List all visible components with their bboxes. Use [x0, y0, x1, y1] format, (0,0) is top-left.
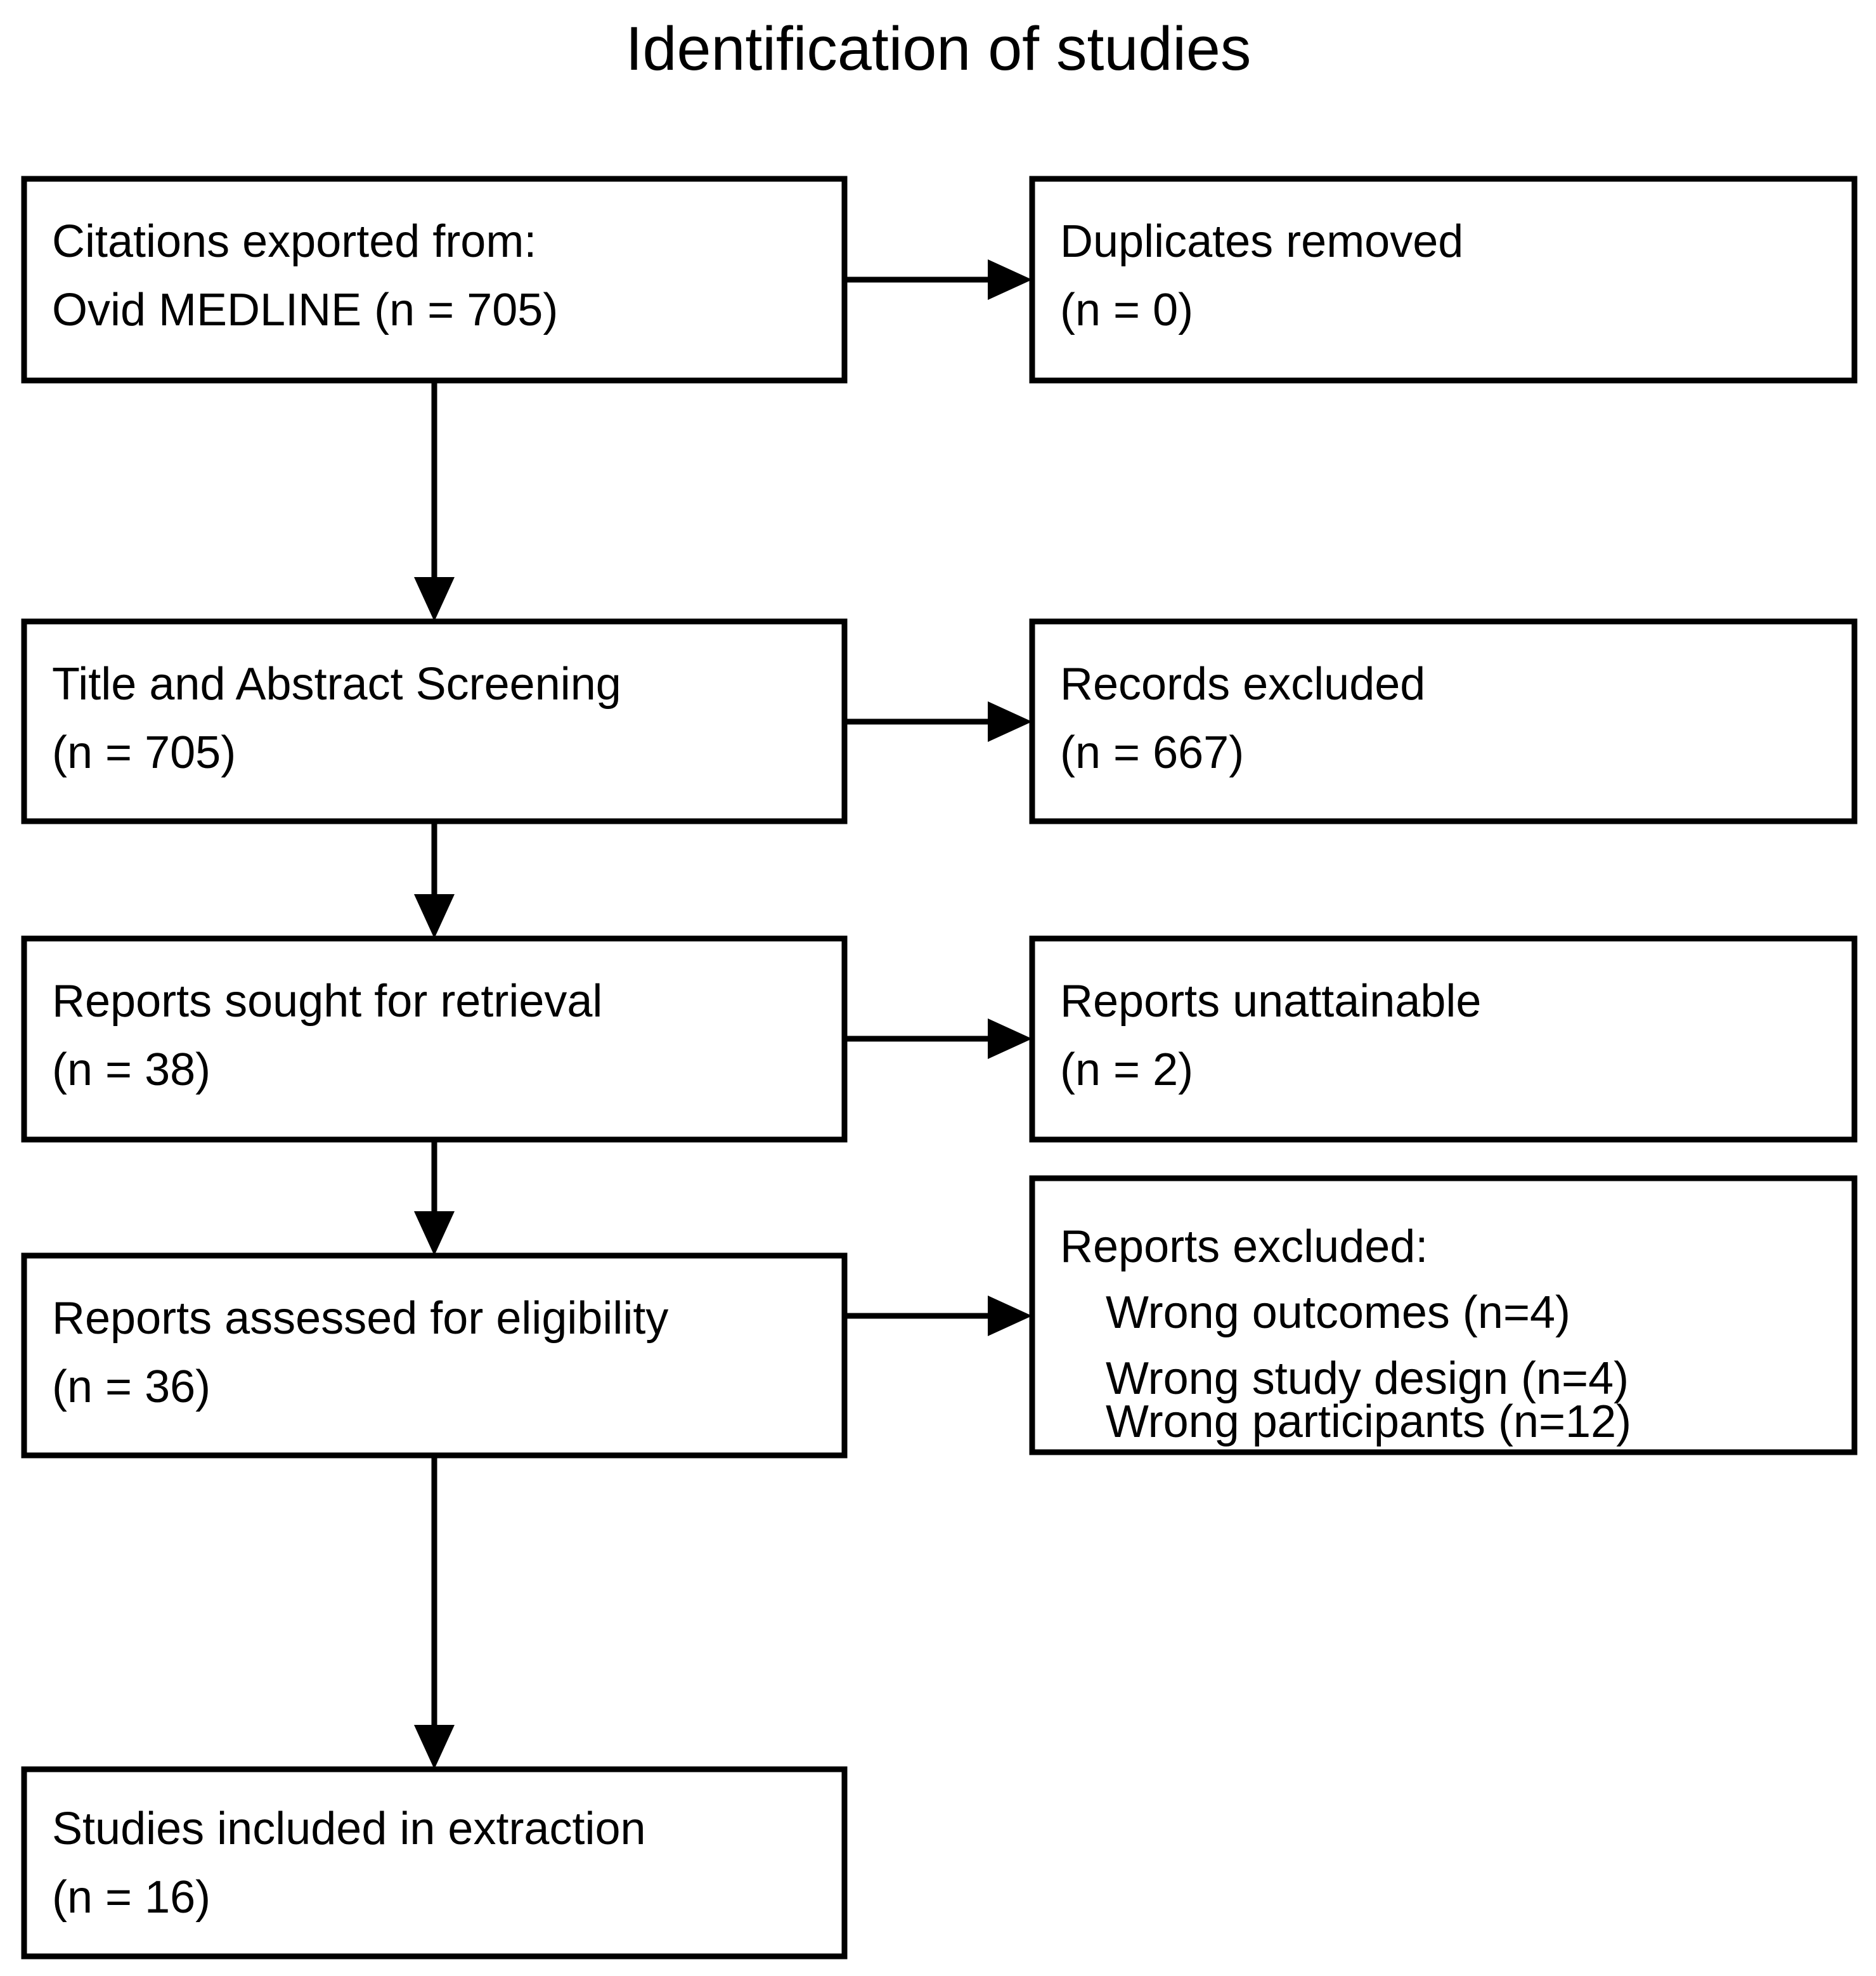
duplicates-removed-line2: (n = 0)	[1060, 285, 1193, 335]
box-reports-sought	[21, 935, 848, 1143]
screening-line2: (n = 705)	[52, 727, 236, 778]
reports-excluded-wrong-participants: Wrong participants (n=12)	[1106, 1396, 1631, 1447]
arrowhead-sought-to-assessed	[414, 1211, 455, 1256]
duplicates-removed-line1: Duplicates removed	[1060, 216, 1463, 267]
reports-sought-line1: Reports sought for retrieval	[52, 976, 602, 1027]
citations-exported-line2: Ovid MEDLINE (n = 705)	[52, 285, 558, 335]
arrowhead-assessed-to-reports-excluded	[988, 1296, 1032, 1336]
reports-excluded-wrong-outcomes: Wrong outcomes (n=4)	[1106, 1287, 1570, 1338]
arrowhead-sought-to-unattainable	[988, 1018, 1032, 1059]
arrowhead-assessed-to-included	[414, 1725, 455, 1769]
reports-assessed-line1: Reports assessed for eligibility	[52, 1293, 668, 1344]
records-excluded-line1: Records excluded	[1060, 659, 1425, 710]
arrowhead-citations-to-screening	[414, 577, 455, 621]
reports-unattainable-line1: Reports unattainable	[1060, 976, 1481, 1027]
studies-included-line1: Studies included in extraction	[52, 1804, 646, 1854]
studies-included-line2: (n = 16)	[52, 1872, 210, 1923]
page-title: Identification of studies	[626, 14, 1252, 83]
box-title-abstract-screening	[21, 618, 848, 824]
box-reports-excluded-detail	[1029, 1175, 1858, 1455]
screening-line1: Title and Abstract Screening	[52, 659, 621, 710]
citations-exported-line1: Citations exported from:	[52, 216, 536, 267]
box-records-excluded	[1029, 618, 1858, 824]
reports-unattainable-line2: (n = 2)	[1060, 1044, 1193, 1095]
box-duplicates-removed	[1029, 176, 1858, 384]
arrowhead-citations-to-duplicates	[988, 259, 1032, 300]
box-studies-included	[21, 1766, 848, 1960]
reports-excluded-heading: Reports excluded:	[1060, 1221, 1428, 1272]
arrowhead-screening-to-records-excluded	[988, 701, 1032, 742]
reports-sought-line2: (n = 38)	[52, 1044, 210, 1095]
box-reports-assessed	[21, 1252, 848, 1459]
reports-excluded-wrong-study-design: Wrong study design (n=4)	[1106, 1353, 1629, 1404]
reports-assessed-line2: (n = 36)	[52, 1362, 210, 1412]
box-reports-unattainable	[1029, 935, 1858, 1143]
arrowhead-screening-to-sought	[414, 894, 455, 939]
records-excluded-line2: (n = 667)	[1060, 727, 1244, 778]
box-citations-exported	[21, 176, 848, 384]
